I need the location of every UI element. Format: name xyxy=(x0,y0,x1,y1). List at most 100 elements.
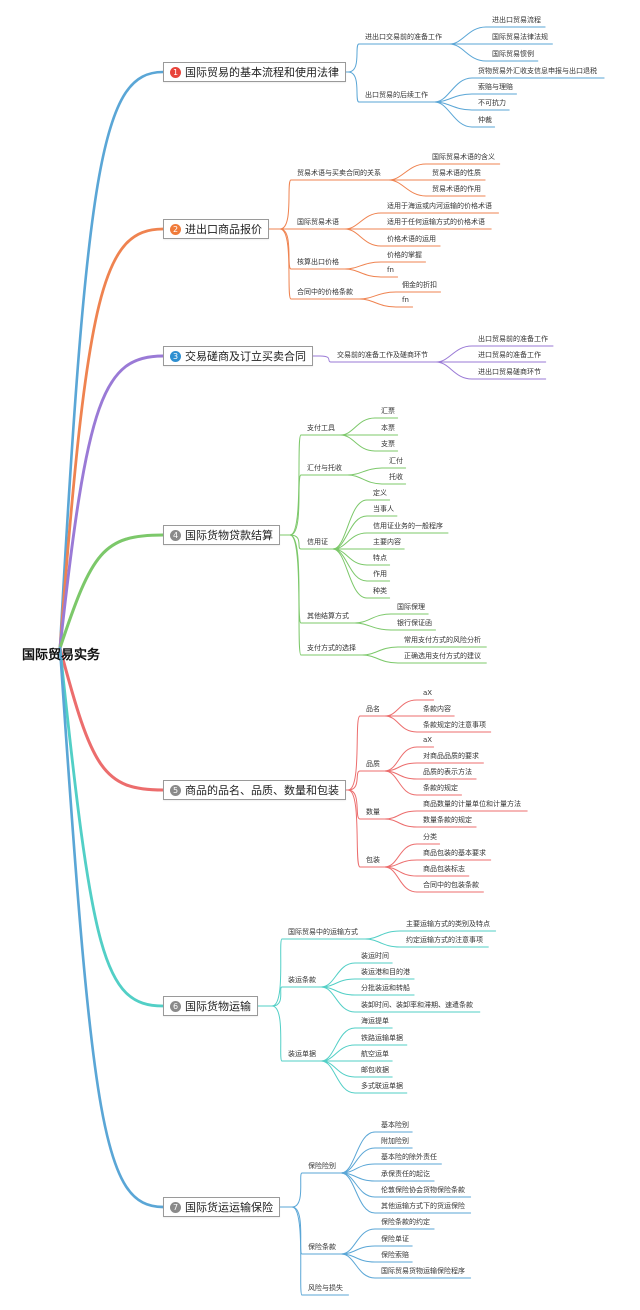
subtopic-6[interactable]: 合同中的价格条款 xyxy=(297,288,353,296)
subtopic-9[interactable]: 汇付与托收 xyxy=(307,464,342,472)
leaf-1-3[interactable]: 国际贸易惯例 xyxy=(492,50,534,58)
leaf-20-3[interactable]: 基本险的除外责任 xyxy=(381,1153,437,1161)
leaf-12-1[interactable]: 常用支付方式的风险分析 xyxy=(404,636,481,644)
leaf-16-3[interactable]: 商品包装标志 xyxy=(423,865,465,873)
subtopic-15[interactable]: 数量 xyxy=(366,808,380,816)
leaf-16-4[interactable]: 合同中的包装条款 xyxy=(423,881,479,889)
topic-2[interactable]: 2 进出口商品报价 xyxy=(163,219,269,239)
subtopic-21[interactable]: 保险条款 xyxy=(308,1243,336,1251)
leaf-10-1[interactable]: 定义 xyxy=(373,489,387,497)
subtopic-2[interactable]: 出口贸易的后续工作 xyxy=(365,91,428,99)
subtopic-14[interactable]: 品质 xyxy=(366,760,380,768)
leaf-9-1[interactable]: 汇付 xyxy=(389,457,403,465)
leaf-21-1[interactable]: 保险条款的约定 xyxy=(381,1218,430,1226)
leaf-19-2[interactable]: 铁路运输单据 xyxy=(361,1034,403,1042)
subtopic-12[interactable]: 支付方式的选择 xyxy=(307,644,356,652)
leaf-2-2[interactable]: 索赔与理赔 xyxy=(478,83,513,91)
leaf-10-6[interactable]: 作用 xyxy=(373,570,387,578)
subtopic-22[interactable]: 风险与损失 xyxy=(308,1284,343,1292)
subtopic-4[interactable]: 国际贸易术语 xyxy=(297,218,339,226)
leaf-6-2[interactable]: fn xyxy=(402,296,409,304)
leaf-3-3[interactable]: 贸易术语的作用 xyxy=(432,185,481,193)
leaf-19-3[interactable]: 航空运单 xyxy=(361,1050,389,1058)
subtopic-19[interactable]: 装运单据 xyxy=(288,1050,316,1058)
leaf-2-1[interactable]: 货物贸易外汇收支信息申报与出口退税 xyxy=(478,67,597,75)
leaf-7-3[interactable]: 进出口贸易磋商环节 xyxy=(478,368,541,376)
subtopic-20[interactable]: 保险险别 xyxy=(308,1162,336,1170)
leaf-6-1[interactable]: 佣金的折扣 xyxy=(402,281,437,289)
subtopic-1[interactable]: 进出口交易前的准备工作 xyxy=(365,33,442,41)
leaf-5-2[interactable]: fn xyxy=(387,266,394,274)
subtopic-10[interactable]: 信用证 xyxy=(307,538,328,546)
topic-6[interactable]: 6 国际货物运输 xyxy=(163,996,258,1016)
leaf-18-4[interactable]: 装卸时间、装卸率和滞期、速遣条款 xyxy=(361,1001,473,1009)
leaf-11-2[interactable]: 银行保证函 xyxy=(397,619,432,627)
topic-5[interactable]: 5 商品的品名、品质、数量和包装 xyxy=(163,780,346,800)
leaf-11-1[interactable]: 国际保理 xyxy=(397,603,425,611)
leaf-7-2[interactable]: 进口贸易的准备工作 xyxy=(478,351,541,359)
subtopic-18[interactable]: 装运条款 xyxy=(288,976,316,984)
leaf-2-3[interactable]: 不可抗力 xyxy=(478,99,506,107)
subtopic-3[interactable]: 贸易术语与买卖合同的关系 xyxy=(297,169,381,177)
topic-3[interactable]: 3 交易磋商及订立买卖合同 xyxy=(163,346,313,366)
leaf-7-1[interactable]: 出口贸易前的准备工作 xyxy=(478,335,548,343)
leaf-4-1[interactable]: 适用于海运或内河运输的价格术语 xyxy=(387,202,492,210)
leaf-18-3[interactable]: 分批装运和转船 xyxy=(361,984,410,992)
leaf-21-3[interactable]: 保险索赔 xyxy=(381,1251,409,1259)
leaf-10-2[interactable]: 当事人 xyxy=(373,505,394,513)
topic-7[interactable]: 7 国际货运运输保险 xyxy=(163,1197,280,1217)
leaf-20-6[interactable]: 其他运输方式下的货运保险 xyxy=(381,1202,465,1210)
leaf-10-7[interactable]: 种类 xyxy=(373,587,387,595)
leaf-4-2[interactable]: 适用于任何运输方式的价格术语 xyxy=(387,218,485,226)
leaf-20-4[interactable]: 承保责任的起讫 xyxy=(381,1170,430,1178)
leaf-19-5[interactable]: 多式联运单据 xyxy=(361,1082,403,1090)
subtopic-7[interactable]: 交易前的准备工作及磋商环节 xyxy=(337,351,428,359)
leaf-16-2[interactable]: 商品包装的基本要求 xyxy=(423,849,486,857)
leaf-10-3[interactable]: 信用证业务的一般程序 xyxy=(373,522,443,530)
leaf-13-1[interactable]: aX xyxy=(423,689,433,697)
leaf-5-1[interactable]: 价格的掌握 xyxy=(387,251,422,259)
leaf-13-3[interactable]: 条款规定的注意事项 xyxy=(423,721,486,729)
leaf-12-2[interactable]: 正确选用支付方式的建议 xyxy=(404,652,481,660)
topic-1[interactable]: 1 国际贸易的基本流程和使用法律 xyxy=(163,62,346,82)
topic-4[interactable]: 4 国际货物贷款结算 xyxy=(163,525,280,545)
leaf-10-5[interactable]: 特点 xyxy=(373,554,387,562)
leaf-8-1[interactable]: 汇票 xyxy=(381,407,395,415)
leaf-21-2[interactable]: 保险单证 xyxy=(381,1235,409,1243)
central-topic[interactable]: 国际贸易实务 xyxy=(22,648,101,663)
leaf-19-4[interactable]: 邮包收据 xyxy=(361,1066,389,1074)
leaf-14-2[interactable]: 对商品品质的要求 xyxy=(423,752,479,760)
leaf-2-4[interactable]: 仲裁 xyxy=(478,116,492,124)
leaf-8-3[interactable]: 支票 xyxy=(381,440,395,448)
leaf-1-1[interactable]: 进出口贸易流程 xyxy=(492,16,541,24)
leaf-16-1[interactable]: 分类 xyxy=(423,833,437,841)
leaf-8-2[interactable]: 本票 xyxy=(381,424,395,432)
subtopic-13[interactable]: 品名 xyxy=(366,705,380,713)
subtopic-17[interactable]: 国际贸易中的运输方式 xyxy=(288,928,358,936)
leaf-20-2[interactable]: 附加险别 xyxy=(381,1137,409,1145)
leaf-18-1[interactable]: 装运时间 xyxy=(361,952,389,960)
leaf-20-1[interactable]: 基本险别 xyxy=(381,1121,409,1129)
leaf-18-2[interactable]: 装运港和目的港 xyxy=(361,968,410,976)
leaf-9-2[interactable]: 托收 xyxy=(389,473,403,481)
leaf-13-2[interactable]: 条款内容 xyxy=(423,705,451,713)
leaf-3-1[interactable]: 国际贸易术语的含义 xyxy=(432,153,495,161)
subtopic-16[interactable]: 包装 xyxy=(366,856,380,864)
subtopic-11[interactable]: 其他结算方式 xyxy=(307,612,349,620)
leaf-14-4[interactable]: 条款的规定 xyxy=(423,784,458,792)
leaf-10-4[interactable]: 主要内容 xyxy=(373,538,401,546)
leaf-14-1[interactable]: aX xyxy=(423,736,433,744)
leaf-15-2[interactable]: 数量条款的规定 xyxy=(423,816,472,824)
leaf-20-5[interactable]: 伦敦保险协会货物保险条款 xyxy=(381,1186,465,1194)
leaf-4-3[interactable]: 价格术语的运用 xyxy=(387,235,436,243)
leaf-3-2[interactable]: 贸易术语的性质 xyxy=(432,169,481,177)
leaf-21-4[interactable]: 国际贸易货物运输保险程序 xyxy=(381,1267,465,1275)
subtopic-5[interactable]: 核算出口价格 xyxy=(297,258,339,266)
leaf-14-3[interactable]: 品质的表示方法 xyxy=(423,768,472,776)
leaf-17-2[interactable]: 约定运输方式的注意事项 xyxy=(406,936,483,944)
leaf-1-2[interactable]: 国际贸易法律法规 xyxy=(492,33,548,41)
leaf-17-1[interactable]: 主要运输方式的类别及特点 xyxy=(406,920,490,928)
subtopic-8[interactable]: 支付工具 xyxy=(307,424,335,432)
leaf-19-1[interactable]: 海运提单 xyxy=(361,1017,389,1025)
leaf-15-1[interactable]: 商品数量的计量单位和计量方法 xyxy=(423,800,521,808)
